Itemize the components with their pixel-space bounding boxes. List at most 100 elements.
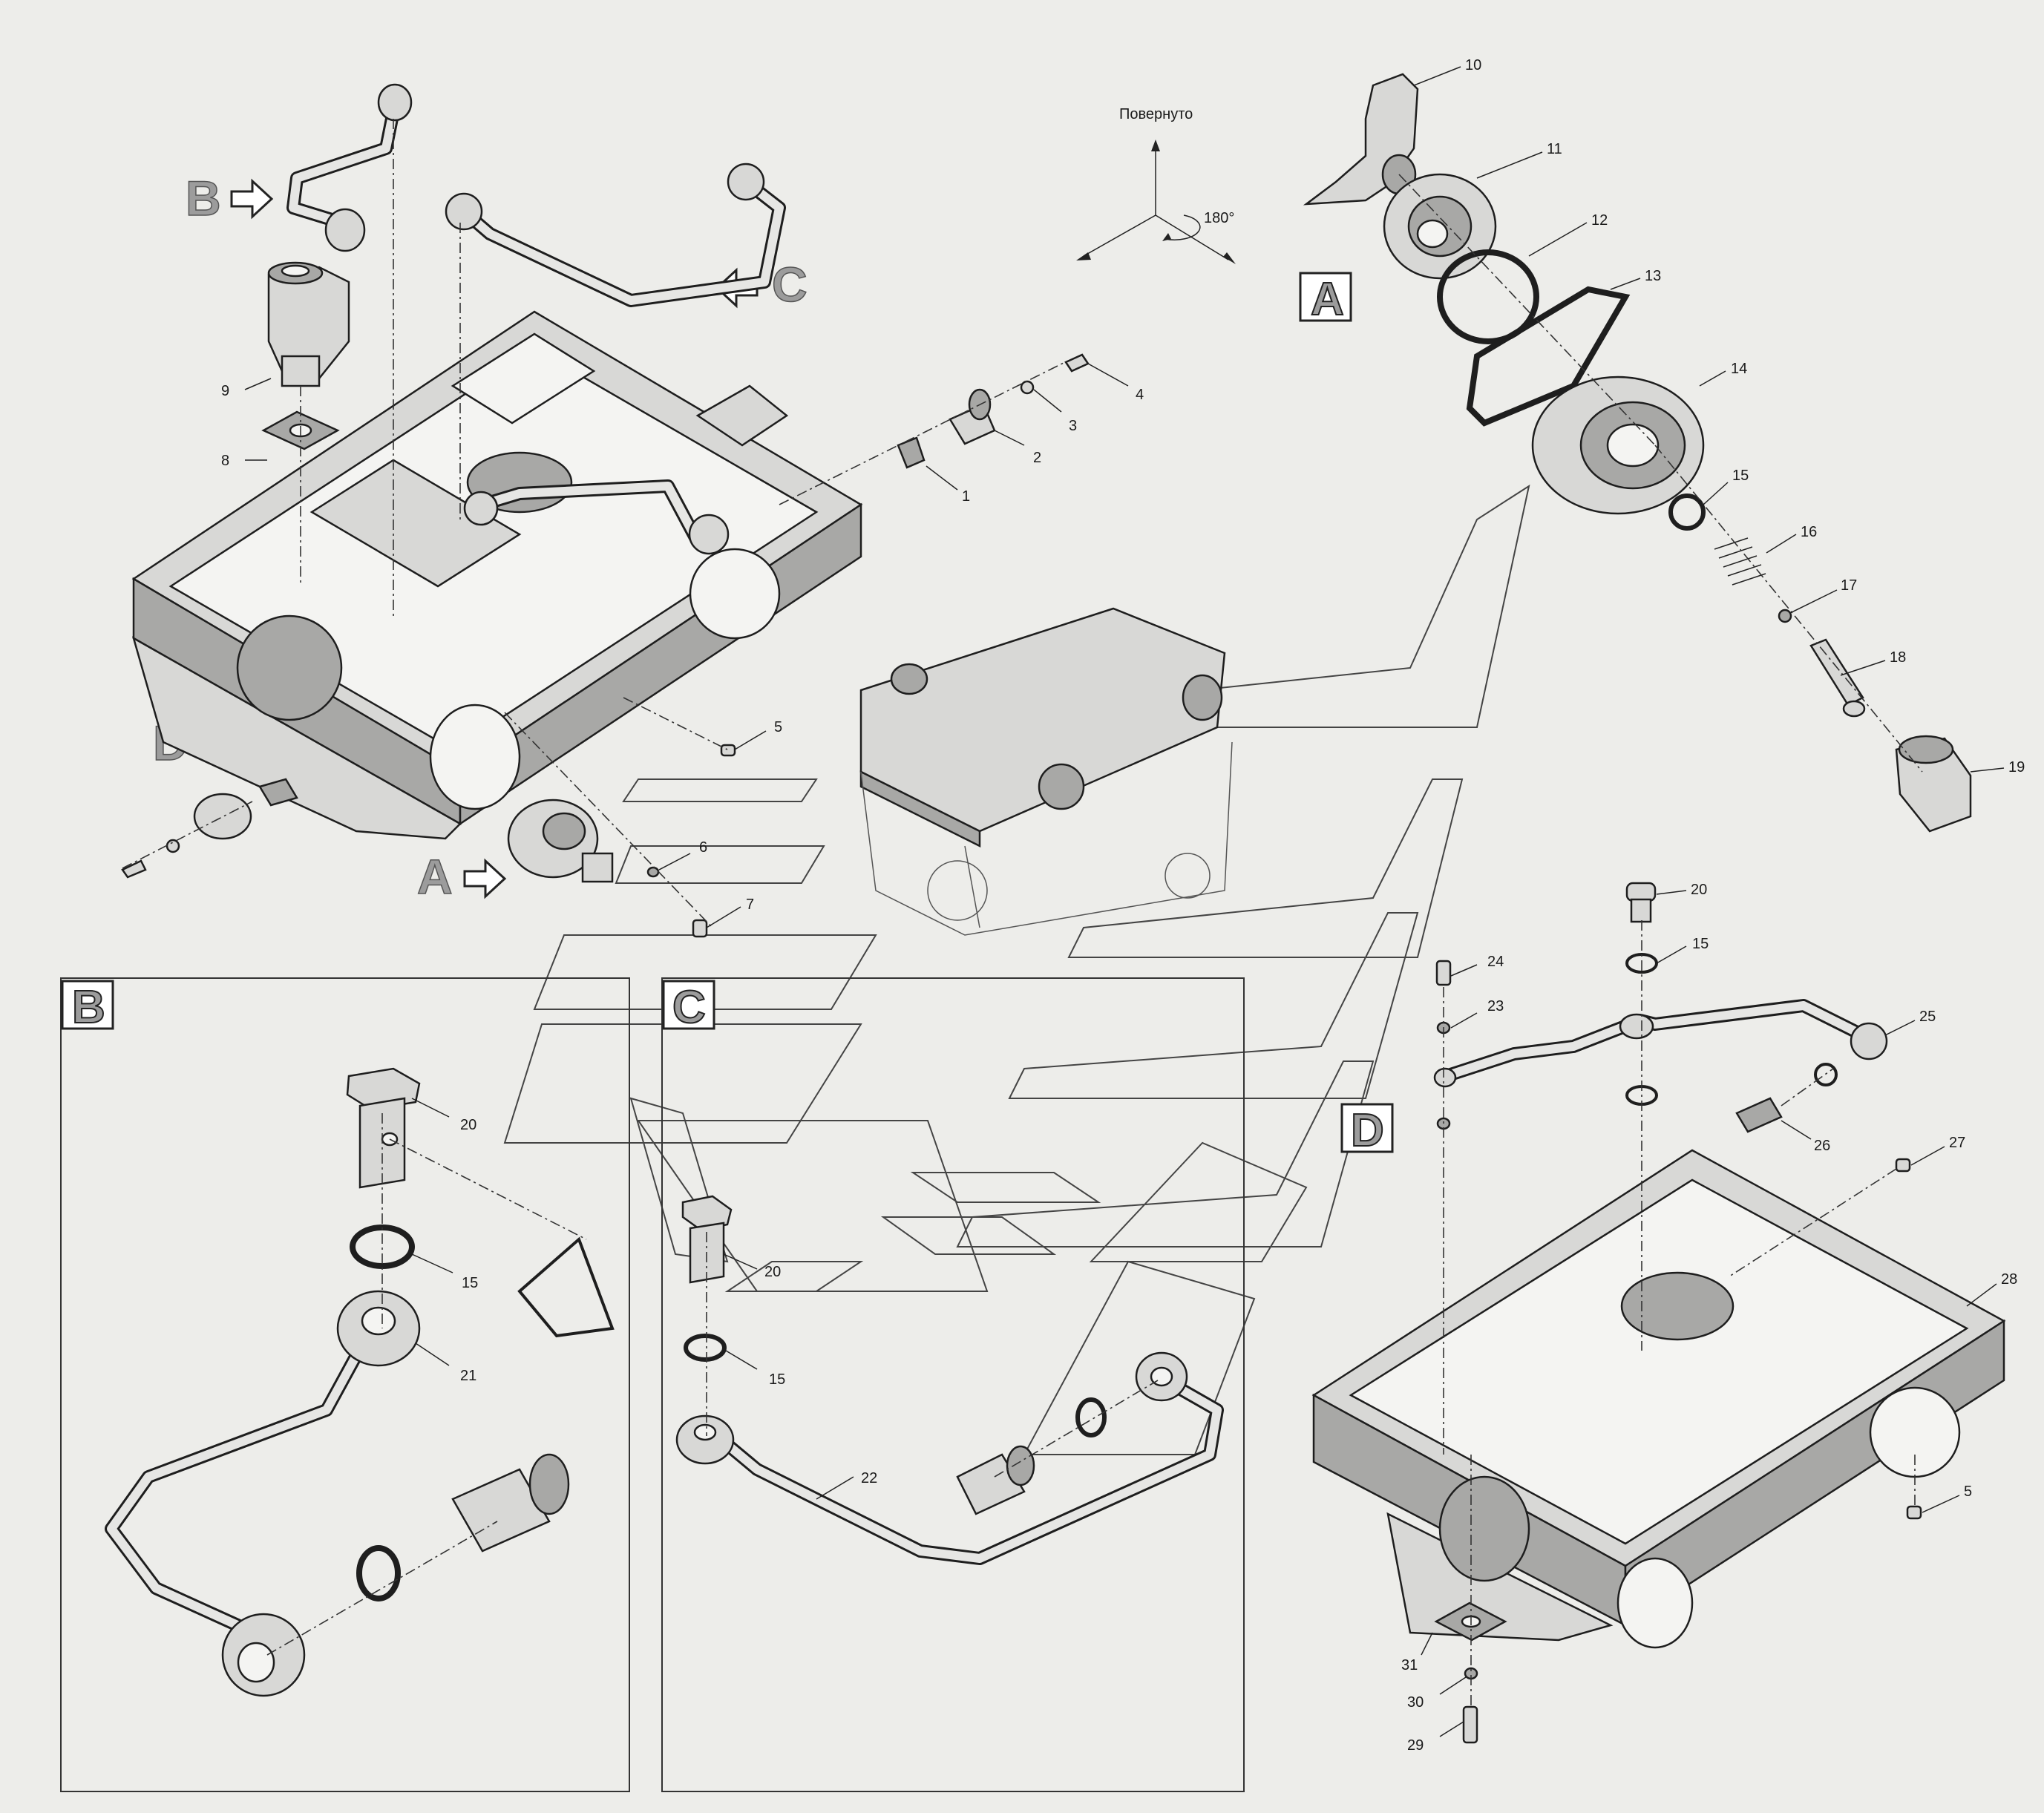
callout-22: 22 (861, 1470, 877, 1486)
plug-5-d (1906, 1505, 1922, 1520)
spring-16 (1714, 537, 1766, 586)
rotation-angle: 180° (1204, 210, 1234, 226)
washer-17 (1778, 609, 1792, 623)
fitting-2 (949, 388, 996, 445)
detail-b-seal (517, 1236, 615, 1338)
detail-d-pipe (1433, 999, 1888, 1088)
washer-6 (646, 866, 660, 878)
callout-1: 1 (962, 488, 970, 505)
callout-26: 26 (1814, 1138, 1830, 1154)
washer-25 (1814, 1063, 1838, 1086)
detail-b-fitting (451, 1453, 570, 1553)
detail-c-pipe-22 (675, 1351, 1224, 1565)
detail-frame-c (661, 977, 1245, 1792)
callout-16: 16 (1801, 524, 1817, 540)
callout-13: 13 (1645, 268, 1661, 284)
callout-31: 31 (1401, 1657, 1418, 1673)
callout-3: 3 (1069, 418, 1077, 434)
callout-12: 12 (1591, 212, 1608, 229)
callout-15-d: 15 (1692, 936, 1709, 952)
callout-15-b: 15 (462, 1275, 478, 1291)
detail-c-washer-15 (684, 1334, 727, 1362)
detail-label-b: B (61, 980, 114, 1034)
callout-labels: 1 2 3 4 5 6 7 8 9 10 11 12 13 14 15 16 1… (221, 57, 2025, 1754)
callout-23: 23 (1487, 998, 1504, 1014)
callout-20-c: 20 (764, 1264, 781, 1280)
o-ring-15a (1668, 494, 1706, 531)
assembly-lines (122, 119, 1923, 1707)
cover-assembly (507, 799, 614, 883)
svg-text:B: B (72, 982, 105, 1033)
callout-20-d: 20 (1691, 882, 1707, 898)
detail-label-a: A (1299, 272, 1352, 326)
plug-27 (1895, 1158, 1911, 1173)
detail-b-bolt-20 (346, 1067, 421, 1189)
callout-10: 10 (1465, 57, 1481, 73)
bolt-4 (1064, 353, 1090, 373)
detail-c-fitting (956, 1445, 1035, 1515)
callout-2: 2 (1033, 450, 1041, 466)
fitting-26 (1735, 1097, 1783, 1133)
detail-label-d: D (1340, 1103, 1394, 1157)
callout-19: 19 (2008, 759, 2025, 776)
detail-b-washer-lower (356, 1545, 401, 1601)
view-arrow-b: B (185, 170, 274, 226)
main-housing (131, 310, 863, 840)
housing-pipe (463, 479, 730, 555)
svg-text:D: D (1351, 1105, 1384, 1156)
callout-15: 15 (1732, 468, 1749, 484)
callout-18: 18 (1890, 649, 1906, 666)
svg-text:C: C (772, 257, 808, 312)
callout-7: 7 (746, 896, 754, 913)
plug-5 (720, 744, 736, 757)
svg-text:A: A (417, 849, 453, 904)
o-ring-12 (1437, 249, 1539, 344)
callout-25: 25 (1919, 1009, 1936, 1025)
view-arrow-a: A (416, 848, 507, 905)
detail-c-washer-lower (1075, 1397, 1107, 1437)
callout-21: 21 (460, 1368, 476, 1384)
bolt-20-d (1625, 882, 1657, 923)
detail-label-c: C (662, 980, 715, 1034)
callout-28: 28 (2001, 1271, 2017, 1288)
rotation-label: Повернуто (1119, 106, 1193, 122)
callout-17: 17 (1841, 577, 1857, 594)
pin-18 (1809, 638, 1866, 718)
pin-7 (692, 919, 708, 938)
callout-4: 4 (1136, 387, 1144, 403)
valve-body-9 (267, 261, 350, 387)
callout-5-d: 5 (1964, 1483, 1972, 1500)
svg-text:C: C (672, 982, 706, 1033)
bolt-24 (1435, 960, 1452, 986)
callout-27: 27 (1949, 1135, 1965, 1151)
callout-8: 8 (221, 453, 229, 469)
callout-11: 11 (1547, 141, 1562, 157)
callout-6: 6 (699, 839, 707, 856)
svg-text:A: A (1311, 274, 1344, 325)
seal-ring-1 (897, 436, 926, 469)
cover-11 (1383, 173, 1497, 280)
bolt-29 (1462, 1705, 1478, 1744)
detail-b-pipe-21 (105, 1290, 421, 1697)
engine-overview (859, 607, 1233, 936)
svg-text:B: B (186, 171, 221, 226)
detail-d-housing (1311, 1149, 2006, 1649)
callout-15-c: 15 (769, 1371, 785, 1388)
callout-20-b: 20 (460, 1117, 476, 1133)
upper-pipe-b (286, 83, 413, 252)
callout-14: 14 (1731, 361, 1747, 377)
callout-29: 29 (1407, 1737, 1424, 1754)
gasket-13 (1466, 286, 1631, 427)
upper-pipe-c (445, 163, 786, 307)
flange-14 (1531, 376, 1705, 515)
detail-frame-b (60, 977, 630, 1792)
washer-3 (1020, 380, 1035, 395)
lever-10 (1303, 73, 1419, 206)
callout-30: 30 (1407, 1694, 1424, 1711)
left-cap-parts (121, 778, 298, 879)
callout-leaders (244, 66, 2005, 1737)
nut-19 (1895, 735, 1972, 833)
callout-5: 5 (774, 719, 782, 735)
callout-9: 9 (221, 383, 229, 399)
callout-24: 24 (1487, 954, 1504, 970)
